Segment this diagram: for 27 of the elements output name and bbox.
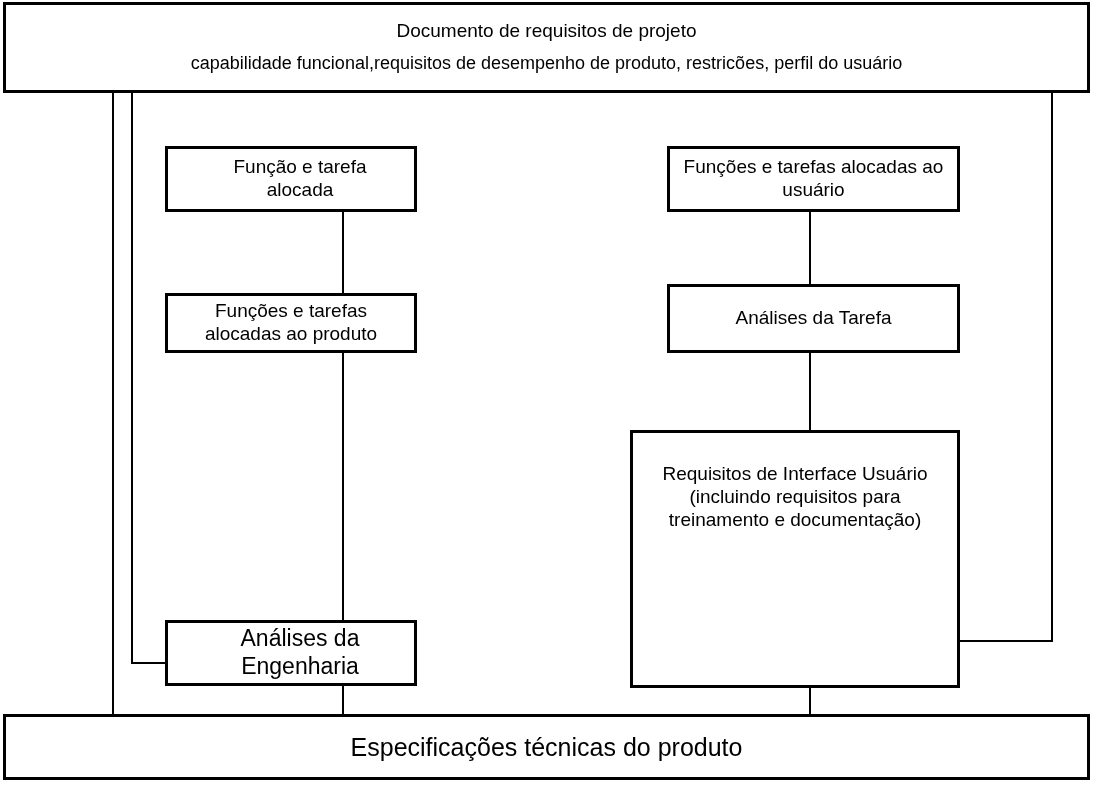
process-box: [165, 620, 417, 686]
process-box: [667, 284, 960, 353]
box-text: (incluindo requisitos para treinamento e documentação): [667, 485, 923, 532]
connector-line: [131, 92, 166, 664]
process-box: [630, 430, 960, 688]
box-title: Funções e tarefas alocadas ao usuário: [682, 156, 945, 202]
connector-line: [809, 352, 811, 431]
box-title: Especificações técnicas do produto: [349, 732, 744, 762]
box-title: Funções e tarefas alocadas ao produto: [203, 300, 379, 346]
connector-line: [342, 352, 344, 621]
box-title: Requisitos de Interface Usuário: [661, 463, 929, 486]
process-box: [165, 293, 417, 353]
box-title: Documento de requisitos de projeto: [395, 20, 698, 44]
connector-line: [959, 92, 1053, 642]
process-box: [3, 2, 1090, 93]
connector-line: [112, 92, 114, 715]
connector-line: [342, 685, 344, 715]
box-text: capabilidade funcional,requisitos de desempenho de produto, restricões, perfil do usuário: [189, 53, 904, 75]
process-box: [3, 714, 1090, 780]
process-box: [667, 146, 960, 212]
connector-line: [809, 211, 811, 285]
connector-line: [809, 687, 811, 715]
box-title: Função e tarefa alocada: [232, 156, 368, 202]
box-title: Análises da Engenharia: [239, 625, 361, 681]
connector-line: [342, 211, 344, 294]
process-box: [165, 146, 417, 212]
box-title: Análises da Tarefa: [734, 307, 893, 330]
